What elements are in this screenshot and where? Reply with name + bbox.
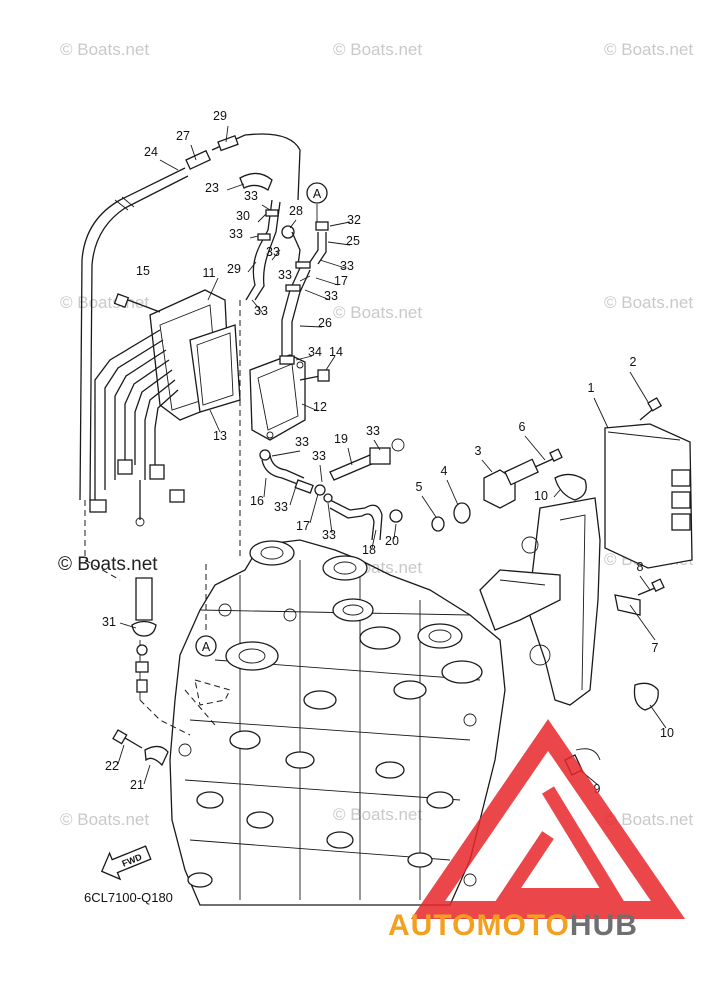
part-label: 33	[244, 189, 258, 203]
part-label: 33	[229, 227, 243, 241]
part-label: 8	[637, 560, 644, 574]
part-label: 22	[105, 759, 119, 773]
part-label: 4	[441, 464, 448, 478]
part-label: 24	[144, 145, 158, 159]
part-label: 26	[318, 316, 332, 330]
engine-block	[169, 539, 506, 906]
part-label: 31	[102, 615, 116, 629]
part-label: 28	[289, 204, 303, 218]
part-label: 12	[313, 400, 327, 414]
part-label: 21	[130, 778, 144, 792]
callout-a-top-label: A	[313, 187, 322, 201]
watermark: © Boats.net	[604, 810, 693, 829]
callout-a-top: A	[306, 182, 328, 204]
bracket-assembly	[431, 397, 693, 776]
part-label: 10	[660, 726, 674, 740]
part-label: 33	[254, 304, 268, 318]
part-label: 29	[213, 109, 227, 123]
callout-a-bottom-label: A	[202, 640, 211, 654]
leader-lines	[117, 125, 667, 786]
part-label: 16	[250, 494, 264, 508]
part-label: 33	[340, 259, 354, 273]
part-label: 27	[176, 129, 190, 143]
cover-assembly	[89, 289, 330, 527]
fwd-arrow: FWD	[100, 845, 152, 881]
part-label: 10	[534, 489, 548, 503]
part-label: 11	[203, 266, 216, 280]
watermark: © Boats.net	[60, 40, 149, 59]
center-watermark: © Boats.net	[58, 554, 158, 575]
hose-routing	[79, 133, 405, 581]
brand-wordmark: AUTOMOTOHUB	[388, 909, 638, 942]
watermark: © Boats.net	[604, 293, 693, 312]
brand-part-2: HUB	[570, 909, 638, 942]
part-label: 23	[205, 181, 219, 195]
part-label: 32	[347, 213, 361, 227]
part-label: 29	[227, 262, 241, 276]
part-label: 5	[416, 480, 423, 494]
part-label: 15	[136, 264, 150, 278]
watermark: © Boats.net	[60, 810, 149, 829]
watermark: © Boats.net	[333, 40, 422, 59]
part-label: 17	[334, 274, 348, 288]
part-label: 33	[322, 528, 336, 542]
sensor-parts	[112, 577, 191, 767]
part-label: 25	[346, 234, 360, 248]
watermark: © Boats.net	[333, 805, 422, 824]
part-label: 30	[236, 209, 250, 223]
part-label: 33	[324, 289, 338, 303]
part-label: 17	[296, 519, 310, 533]
part-label: 34	[308, 345, 322, 359]
part-label: 33	[274, 500, 288, 514]
part-label: 14	[329, 345, 343, 359]
part-label: 2	[630, 355, 637, 369]
part-label: 13	[213, 429, 227, 443]
watermark: © Boats.net	[604, 40, 693, 59]
part-label: 33	[295, 435, 309, 449]
part-label: 33	[266, 245, 280, 259]
part-label: 18	[362, 543, 376, 557]
watermark: © Boats.net	[333, 303, 422, 322]
part-label: 9	[594, 782, 601, 796]
part-label: 6	[519, 420, 526, 434]
part-label: 19	[334, 432, 348, 446]
part-label: 33	[278, 268, 292, 282]
part-label: 33	[312, 449, 326, 463]
brand-logo-icon	[410, 719, 686, 919]
part-label: 20	[385, 534, 399, 548]
brand-part-1: AUTOMOTO	[388, 909, 570, 942]
part-label: 1	[588, 381, 595, 395]
part-label: 33	[366, 424, 380, 438]
callout-a-bottom: A	[195, 300, 241, 657]
part-label: 3	[475, 444, 482, 458]
diagram-code: 6CL7100-Q180	[84, 890, 173, 905]
part-label: 7	[652, 641, 659, 655]
